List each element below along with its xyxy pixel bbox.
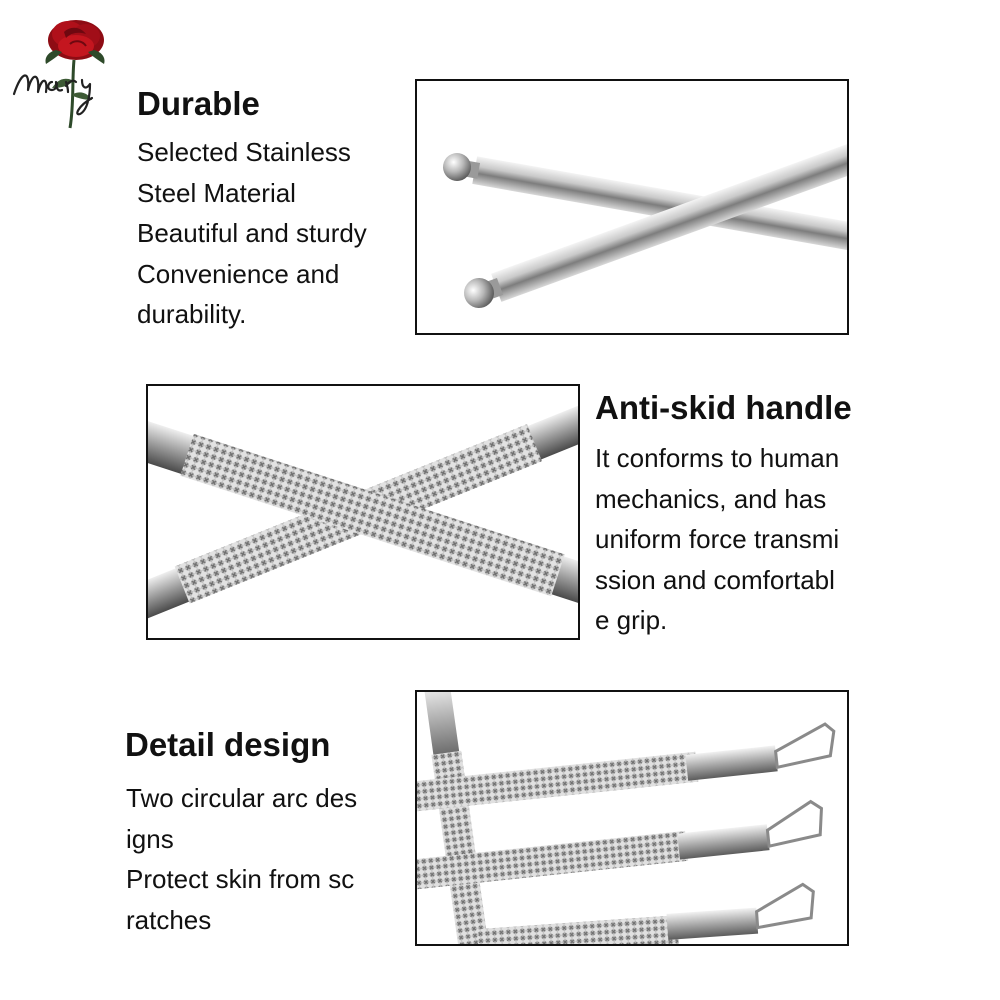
section-text-durable: Selected Stainless Steel Material Beauti… bbox=[137, 132, 367, 335]
brand-logo bbox=[8, 10, 138, 130]
text-line: Two circular arc des bbox=[126, 783, 358, 813]
text-line: ratches bbox=[126, 904, 212, 935]
rose-logo-icon bbox=[12, 20, 105, 129]
section-title-anti-skid: Anti-skid handle bbox=[595, 389, 852, 426]
text-line: e grip. bbox=[595, 605, 668, 635]
text-line: Selected Stainless bbox=[137, 137, 351, 167]
text-line: mechanics, and has bbox=[595, 483, 827, 514]
text-line: Convenience and bbox=[137, 258, 340, 289]
text-line: igns bbox=[126, 823, 174, 854]
text-line: Beautiful and sturdy bbox=[137, 218, 367, 248]
product-photo-detail bbox=[415, 690, 849, 946]
section-text-detail: Two circular arc des igns Protect skin f… bbox=[126, 778, 357, 940]
section-title-durable: Durable bbox=[137, 85, 260, 122]
text-line: Protect skin from sc bbox=[126, 864, 355, 894]
text-line: It conforms to human bbox=[595, 443, 840, 473]
text-line: ssion and comfortabl bbox=[595, 564, 835, 595]
text-line: durability. bbox=[137, 299, 247, 329]
product-photo-anti-skid bbox=[146, 384, 580, 640]
product-photo-durable bbox=[415, 79, 849, 335]
crossed-knurled-handles-icon bbox=[148, 396, 578, 625]
section-text-anti-skid: It conforms to human mechanics, and has … bbox=[595, 438, 839, 641]
section-title-detail: Detail design bbox=[125, 726, 331, 763]
text-line: uniform force transmi bbox=[595, 524, 840, 554]
loop-tip-tools-icon bbox=[417, 692, 836, 944]
text-line: Steel Material bbox=[137, 177, 296, 208]
crossed-ball-tip-rods-icon bbox=[443, 130, 847, 308]
